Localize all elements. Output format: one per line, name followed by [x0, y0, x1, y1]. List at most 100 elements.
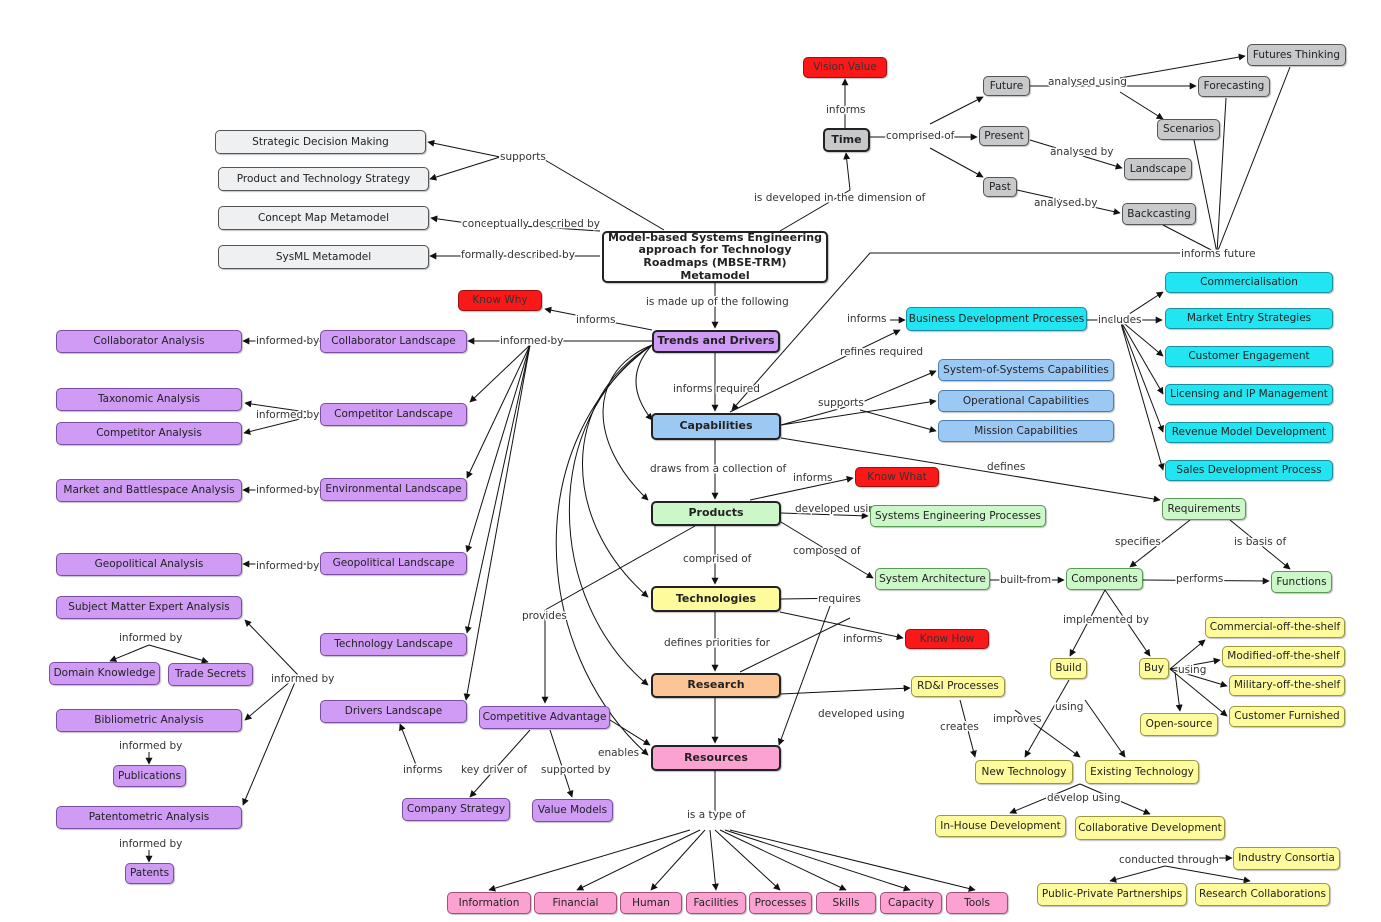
link-label: conceptually described by [462, 218, 600, 230]
node-cots[interactable]: Commercial-off-the-shelf [1205, 617, 1345, 638]
node-skills[interactable]: Skills [816, 892, 876, 914]
node-mil[interactable]: Military-off-the-shelf [1229, 675, 1345, 696]
node-core[interactable]: Model-based Systems Engineering approach… [602, 231, 828, 283]
node-mots[interactable]: Modified-off-the-shelf [1222, 646, 1345, 667]
node-custf[interactable]: Customer Furnished [1229, 706, 1345, 727]
node-pubs[interactable]: Publications [113, 765, 186, 787]
link-91 [609, 719, 651, 746]
node-miscap[interactable]: Mission Capabilities [938, 420, 1114, 442]
node-rdi[interactable]: RD&I Processes [911, 676, 1005, 697]
node-tech_l[interactable]: Technology Landscape [320, 633, 467, 656]
node-facil[interactable]: Facilities [686, 892, 746, 914]
node-trade[interactable]: Trade Secrets [168, 663, 253, 686]
node-time[interactable]: Time [823, 128, 870, 152]
node-buy[interactable]: Buy [1139, 658, 1169, 679]
node-tnd[interactable]: Trends and Drivers [652, 330, 780, 353]
link-83 [1014, 709, 1081, 758]
link-label: informs [847, 313, 887, 325]
node-patento[interactable]: Patentometric Analysis [56, 806, 242, 829]
node-land[interactable]: Landscape [1124, 158, 1192, 180]
link-label: composed of [793, 545, 861, 557]
node-reqs[interactable]: Requirements [1162, 498, 1246, 520]
node-human[interactable]: Human [620, 892, 682, 914]
node-collabdev[interactable]: Collaborative Development [1075, 816, 1225, 840]
node-compadv[interactable]: Competitive Advantage [479, 706, 610, 729]
node-tools[interactable]: Tools [946, 892, 1008, 914]
node-sme[interactable]: Subject Matter Expert Analysis [56, 596, 242, 619]
node-scen[interactable]: Scenarios [1157, 119, 1220, 140]
node-sos[interactable]: System-of-Systems Capabilities [938, 359, 1114, 381]
node-build[interactable]: Build [1050, 658, 1087, 679]
node-commz[interactable]: Commercialisation [1165, 272, 1333, 293]
node-mes[interactable]: Market Entry Strategies [1165, 308, 1333, 329]
node-env_l[interactable]: Environmental Landscape [320, 478, 467, 501]
node-know3[interactable]: Know How [905, 629, 989, 649]
node-futthink[interactable]: Futures Thinking [1247, 44, 1346, 66]
node-comps[interactable]: Components [1066, 568, 1143, 590]
node-collab_l[interactable]: Collaborator Landscape [320, 330, 467, 353]
node-sdm[interactable]: Strategic Decision Making [215, 130, 426, 154]
node-patents[interactable]: Patents [125, 863, 174, 884]
node-past[interactable]: Past [983, 177, 1017, 197]
node-prods[interactable]: Products [651, 501, 781, 526]
node-forecast[interactable]: Forecasting [1198, 76, 1270, 97]
node-info[interactable]: Information [447, 892, 531, 914]
node-biblio[interactable]: Bibliometric Analysis [56, 709, 242, 732]
node-research[interactable]: Research [651, 673, 781, 698]
node-sep[interactable]: Systems Engineering Processes [870, 505, 1046, 527]
node-tax[interactable]: Taxonomic Analysis [56, 388, 242, 411]
node-future[interactable]: Future [983, 76, 1030, 96]
node-opensrc[interactable]: Open-source [1140, 713, 1218, 736]
node-sales[interactable]: Sales Development Process [1165, 460, 1333, 481]
link-12 [1119, 91, 1164, 120]
node-sysarch[interactable]: System Architecture [875, 568, 990, 590]
node-inhouse[interactable]: In-House Development [935, 815, 1066, 837]
link-25 [243, 413, 321, 435]
node-pts[interactable]: Product and Technology Strategy [218, 167, 429, 191]
link-label: supported by [541, 764, 611, 776]
node-mba[interactable]: Market and Battlespace Analysis [56, 479, 242, 502]
node-indcon[interactable]: Industry Consortia [1233, 847, 1340, 870]
node-exist[interactable]: Existing Technology [1085, 760, 1199, 784]
node-lic[interactable]: Licensing and IP Management [1165, 384, 1333, 405]
node-cmm[interactable]: Concept Map Metamodel [218, 206, 429, 230]
node-present[interactable]: Present [979, 126, 1029, 146]
link-72 [1169, 668, 1228, 717]
node-resources[interactable]: Resources [651, 745, 781, 771]
node-know[interactable]: Know Why [458, 290, 542, 311]
node-caps[interactable]: Capabilities [651, 413, 781, 440]
node-opcap[interactable]: Operational Capabilities [938, 390, 1114, 412]
node-bdp[interactable]: Business Development Processes [906, 307, 1087, 331]
link-label: key driver of [461, 764, 527, 776]
node-sysml[interactable]: SysML Metamodel [218, 245, 429, 269]
node-collab_a[interactable]: Collaborator Analysis [56, 330, 242, 353]
node-procs[interactable]: Processes [749, 892, 812, 914]
node-drivers[interactable]: Drivers Landscape [320, 700, 467, 723]
node-rev[interactable]: Revenue Model Development [1165, 422, 1333, 443]
node-rescol[interactable]: Research Collaborations [1195, 883, 1330, 906]
node-comp_a[interactable]: Competitor Analysis [56, 422, 242, 445]
node-techs[interactable]: Technologies [651, 586, 781, 612]
link-label: is developed in the dimension of [754, 192, 926, 204]
node-fin[interactable]: Financial [534, 892, 617, 914]
link-99 [709, 829, 719, 891]
node-capac[interactable]: Capacity [880, 892, 942, 914]
node-cust[interactable]: Customer Engagement [1165, 346, 1333, 367]
node-vision[interactable]: Vision Value [803, 57, 887, 78]
node-compstrat[interactable]: Company Strategy [402, 798, 510, 821]
node-valmod[interactable]: Value Models [532, 799, 613, 822]
node-dom[interactable]: Domain Knowledge [49, 662, 160, 685]
node-funcs[interactable]: Functions [1271, 571, 1332, 593]
node-ppp[interactable]: Public-Private Partnerships [1037, 883, 1187, 906]
link-98 [650, 829, 706, 891]
link-label: informed by [256, 560, 319, 572]
node-geo_l[interactable]: Geopolitical Landscape [320, 552, 467, 575]
node-comp_l[interactable]: Competitor Landscape [320, 403, 467, 426]
link-37 [148, 644, 209, 664]
node-know2[interactable]: Know What [855, 467, 939, 487]
node-backc[interactable]: Backcasting [1122, 203, 1196, 225]
link-label: is basis of [1234, 536, 1286, 548]
node-newtech[interactable]: New Technology [975, 760, 1073, 784]
node-geo_a[interactable]: Geopolitical Analysis [56, 553, 242, 576]
